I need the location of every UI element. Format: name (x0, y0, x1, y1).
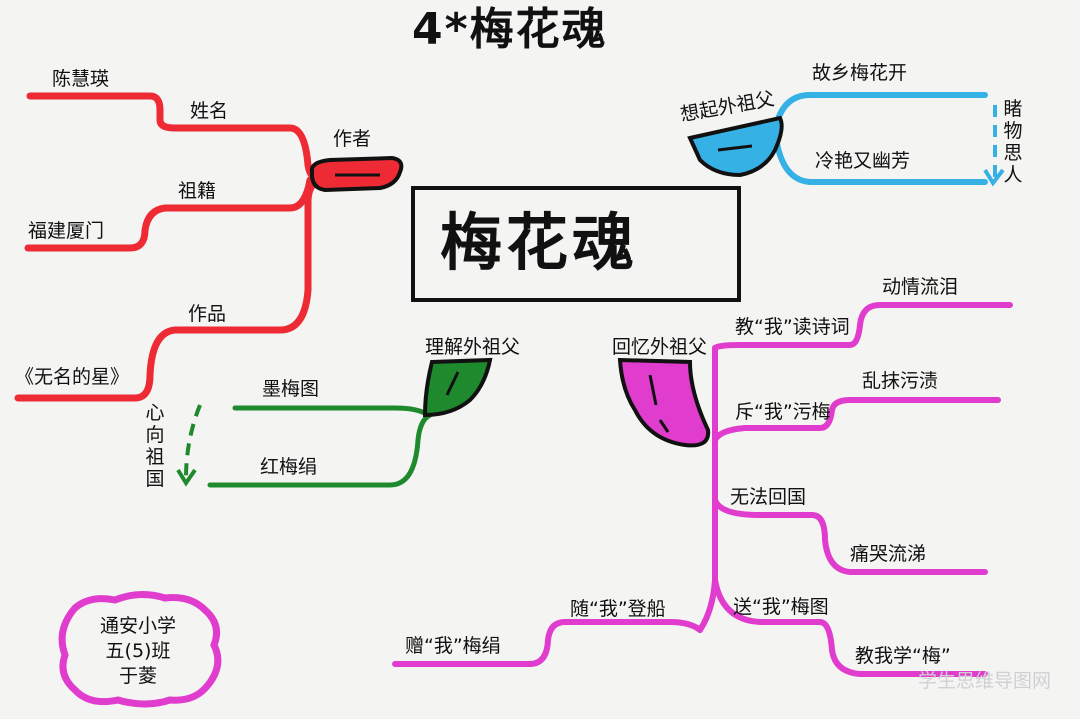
memory-event-1: 教“我”读诗词 (735, 316, 850, 338)
blue-branch-1 (772, 92, 988, 133)
recall-side-note: 睹物思人 (1003, 98, 1023, 186)
author-cloud (58, 591, 222, 708)
center-box (411, 186, 741, 302)
red-branch-works (14, 174, 329, 402)
green-arrow-head (176, 468, 197, 487)
center-topic: 梅花魂 (440, 206, 639, 279)
recall-item-1: 故乡梅花开 (812, 62, 908, 84)
magenta-branch-3 (712, 497, 988, 575)
author-class: 五(5)班 (105, 640, 171, 662)
blue-blob-mark (717, 144, 753, 152)
green-dashed-arrow (184, 404, 202, 479)
understand-item-2: 红梅绢 (260, 456, 318, 478)
memory-result-5: 赠“我”梅绢 (405, 635, 501, 657)
green-branch-1 (232, 405, 431, 418)
magenta-label-blob (617, 357, 711, 448)
understand-item-1: 墨梅图 (262, 378, 320, 400)
author-origin-value: 福建厦门 (28, 220, 105, 242)
understand-label: 理解外祖父 (425, 336, 521, 358)
author-origin-key: 祖籍 (178, 180, 217, 202)
author-school: 通安小学 (99, 615, 176, 637)
author-works-key: 作品 (188, 303, 227, 325)
watermark: 学生思维导图网 (918, 670, 1052, 692)
author-info: 通安小学 五(5)班 于菱 (83, 614, 193, 689)
green-label-blob (422, 357, 493, 418)
author-name-key: 姓名 (190, 100, 229, 122)
author-works-value: 《无名的星》 (15, 366, 130, 388)
memory-event-5: 随“我”登船 (570, 598, 666, 620)
red-branch-origin (24, 176, 314, 252)
recall-item-2: 冷艳又幽芳 (815, 150, 911, 172)
magenta-trunk (697, 345, 718, 633)
memory-result-2: 乱抹污渍 (862, 370, 939, 392)
memory-result-4: 教我学“梅” (855, 645, 951, 667)
memory-result-3: 痛哭流涕 (850, 543, 927, 565)
green-branch-2 (207, 412, 433, 488)
author-student: 于菱 (118, 665, 157, 687)
green-blob-mark (445, 371, 460, 396)
author-name-value: 陈慧瑛 (52, 68, 110, 90)
memory-event-2: 斥“我”污梅 (735, 401, 831, 423)
memory-event-4: 送“我”梅图 (733, 596, 829, 618)
red-branch-name (26, 92, 326, 182)
magenta-blob-mark (648, 374, 658, 406)
page-title: 4*梅花魂 (412, 4, 608, 55)
magenta-branch-5 (392, 619, 703, 667)
memory-label: 回忆外祖父 (612, 336, 708, 358)
magenta-branch-1 (712, 302, 1013, 351)
memory-event-3: 无法回国 (730, 486, 807, 508)
blue-arrow-head (983, 168, 1005, 187)
magenta-branch-2 (712, 397, 1001, 443)
understand-side-note: 心向祖国 (145, 402, 165, 490)
magenta-blob-mark-2 (658, 419, 670, 433)
magenta-branch-4 (712, 577, 988, 677)
author-label: 作者 (333, 128, 372, 150)
memory-result-1: 动情流泪 (882, 276, 959, 298)
